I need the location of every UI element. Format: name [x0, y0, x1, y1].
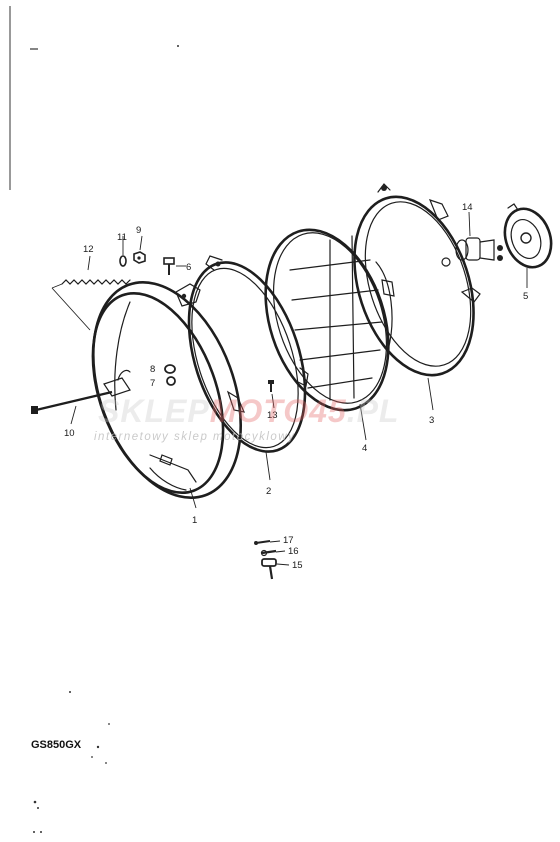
part-7-washer [166, 376, 176, 386]
callout-8: 8 [150, 364, 155, 375]
leader-lines [51, 211, 528, 566]
callout-16: 16 [288, 546, 299, 557]
watermark: SKLEPMOTO45.PL internetowy sklep motocyk… [94, 393, 399, 443]
watermark-part-3: .PL [347, 393, 400, 429]
part-13-screw [268, 380, 274, 392]
part-17-wire-clip [254, 540, 271, 545]
watermark-part-2: MOTO45 [210, 393, 347, 429]
part-5-socket [503, 203, 553, 269]
part-12-spring [61, 279, 131, 285]
part-11-washer [119, 255, 127, 267]
scan-specks [33, 45, 179, 833]
part-2-rim [187, 255, 309, 453]
callout-10: 10 [64, 428, 75, 439]
callout-17: 17 [283, 535, 294, 546]
part-8-washer [164, 364, 176, 374]
callout-15: 15 [292, 560, 303, 571]
part-3-reflector [353, 183, 481, 377]
callout-6: 6 [186, 262, 191, 273]
watermark-tagline: internetowy sklep motocyklowy [94, 431, 295, 443]
callout-3: 3 [429, 415, 434, 426]
part-6-screw [163, 257, 175, 275]
part-4-lens [264, 228, 395, 412]
part-15-bolt [261, 558, 277, 580]
callout-9: 9 [136, 225, 141, 236]
model-code: GS850GX [31, 739, 82, 751]
callout-labels: 1 2 3 4 5 6 7 8 9 10 11 12 13 14 15 16 1… [64, 202, 528, 571]
part-9-nut [133, 251, 146, 264]
callout-7: 7 [150, 378, 155, 389]
part-1-housing [91, 280, 242, 500]
callout-12: 12 [83, 244, 94, 255]
callout-4: 4 [362, 443, 367, 454]
watermark-text: SKLEPMOTO45.PL [98, 393, 399, 429]
watermark-part-1: SKLEP [98, 393, 210, 429]
callout-13: 13 [267, 410, 278, 421]
callout-2: 2 [266, 486, 271, 497]
callout-11: 11 [117, 232, 127, 243]
part-10-screw [31, 390, 113, 414]
part-16-clip [260, 549, 277, 557]
part-14-bulb [455, 237, 503, 261]
callout-14: 14 [462, 202, 473, 213]
callout-1: 1 [192, 515, 197, 526]
callout-5: 5 [523, 291, 528, 302]
